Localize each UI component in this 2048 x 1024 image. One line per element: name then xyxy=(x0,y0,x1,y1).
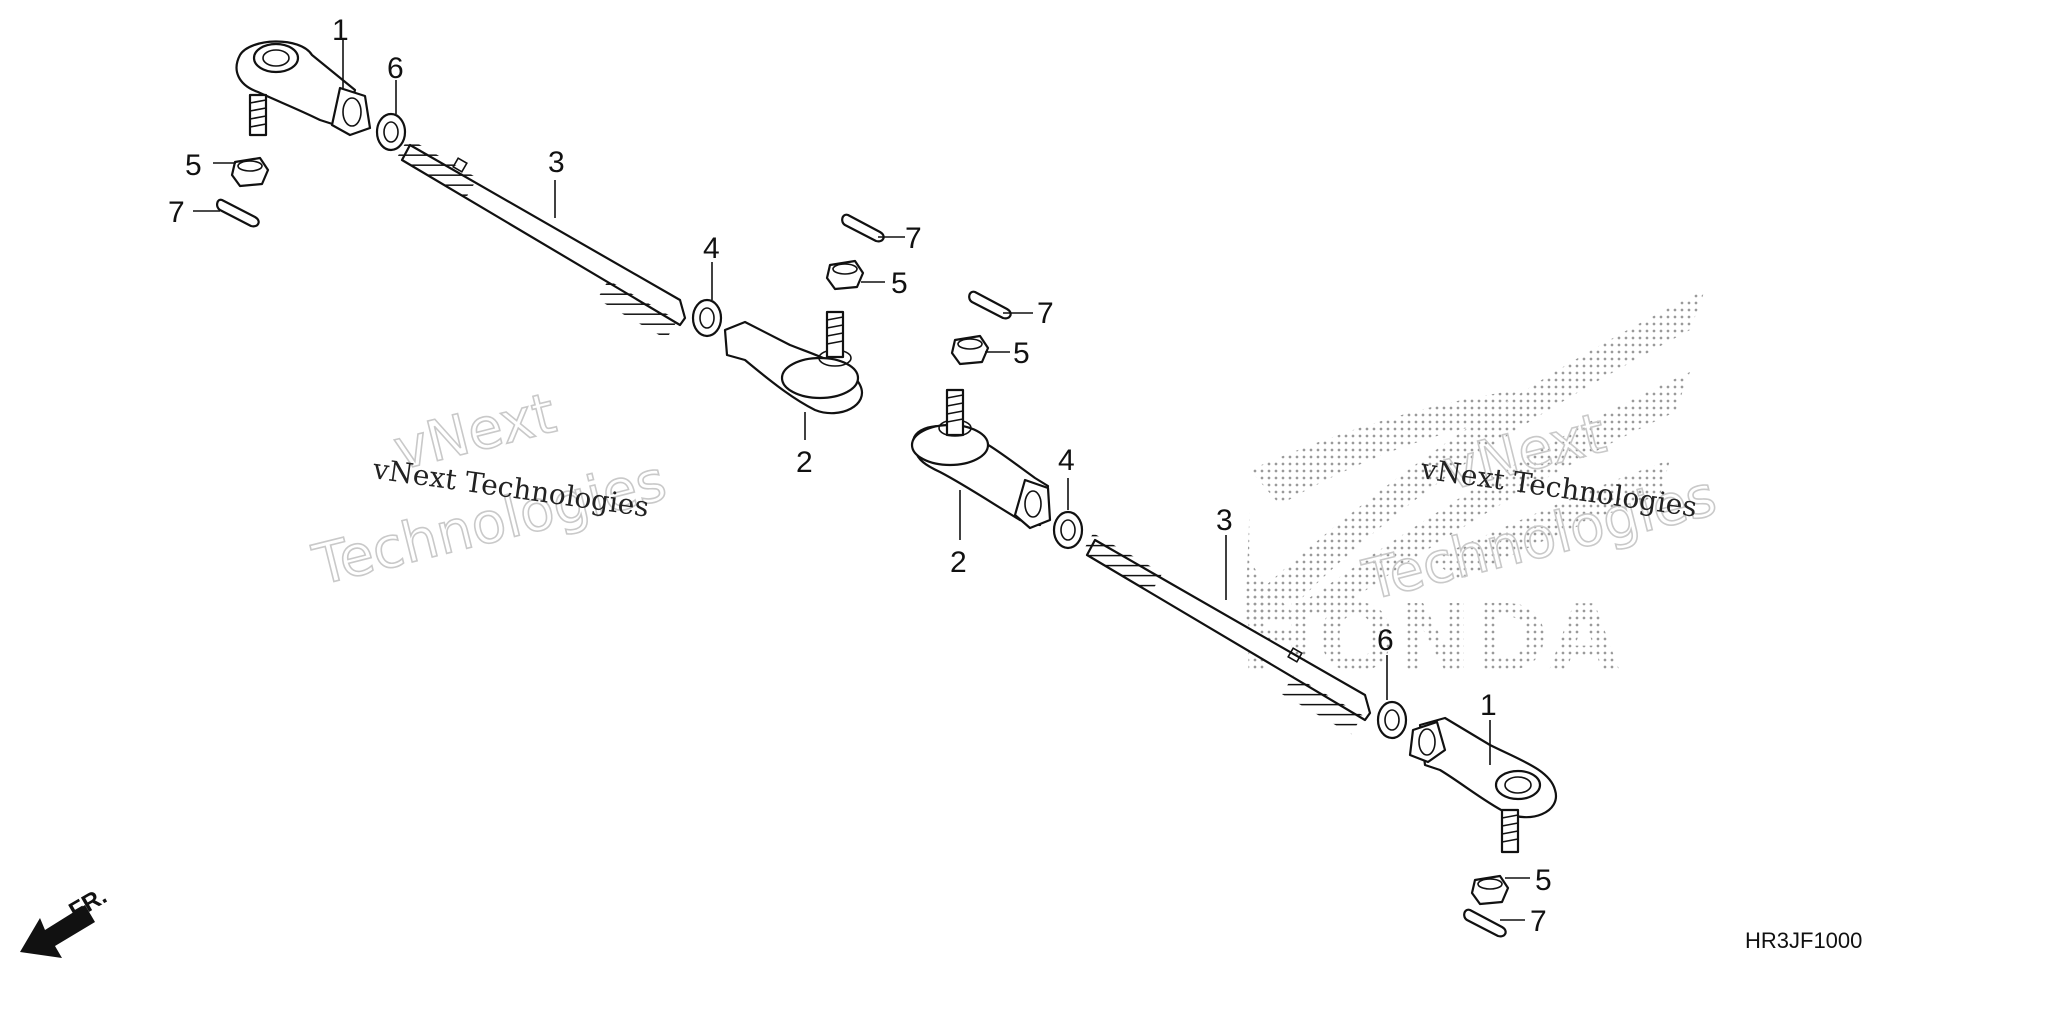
callout-7-bottom-right: 7 xyxy=(1530,905,1547,938)
callout-5-top-left: 5 xyxy=(185,149,202,182)
tie-rod-end-outer-right xyxy=(1408,716,1558,854)
callout-5-bottom-right: 5 xyxy=(1535,864,1552,897)
lock-nut-left xyxy=(691,298,723,338)
callout-3-right: 3 xyxy=(1216,504,1233,537)
tie-rod-end-inner-left xyxy=(723,310,863,415)
callout-6-right: 6 xyxy=(1377,624,1394,657)
leader-lines xyxy=(193,40,1530,921)
cotter-pin-mid-right xyxy=(968,290,1012,320)
front-direction-arrow: FR. xyxy=(20,882,111,958)
castle-nut-bottom-right xyxy=(1470,874,1510,906)
cotter-pin-mid-left xyxy=(841,213,885,243)
callout-7-mid-left: 7 xyxy=(905,222,922,255)
tie-rod-right xyxy=(1082,533,1372,735)
washer-nut-right xyxy=(1376,700,1408,740)
castle-nut-mid-left xyxy=(825,259,865,291)
lock-nut-right xyxy=(1052,510,1084,550)
castle-nut-mid-right xyxy=(950,334,990,366)
washer-nut-left xyxy=(375,112,407,152)
diagram-code: HR3JF1000 xyxy=(1745,928,1862,953)
tie-rod-end-outer-left xyxy=(235,40,372,137)
callout-6-left: 6 xyxy=(387,52,404,85)
callout-4-left: 4 xyxy=(703,232,720,265)
callout-1-left: 1 xyxy=(332,14,349,47)
watermark-left: vNext Technologies vNext Technologies xyxy=(306,380,673,599)
callout-3-left: 3 xyxy=(548,146,565,179)
callout-5-mid-right: 5 xyxy=(1013,337,1030,370)
callout-5-mid-left: 5 xyxy=(891,267,908,300)
castle-nut-top-left xyxy=(230,156,270,188)
callout-2-right: 2 xyxy=(950,546,967,579)
callout-labels: 1 6 5 7 3 4 7 5 2 7 5 4 2 3 6 1 5 7 xyxy=(168,14,1552,938)
cotter-pin-top-left xyxy=(216,198,260,228)
callout-2-left: 2 xyxy=(796,446,813,479)
callout-4-right: 4 xyxy=(1058,444,1075,477)
callout-1-right: 1 xyxy=(1480,689,1497,722)
callout-7-top-left: 7 xyxy=(168,196,185,229)
cotter-pin-bottom-right xyxy=(1463,908,1507,938)
callout-7-mid-right: 7 xyxy=(1037,297,1054,330)
tie-rod-left xyxy=(397,138,687,340)
tie-rod-end-inner-right xyxy=(910,388,1052,530)
